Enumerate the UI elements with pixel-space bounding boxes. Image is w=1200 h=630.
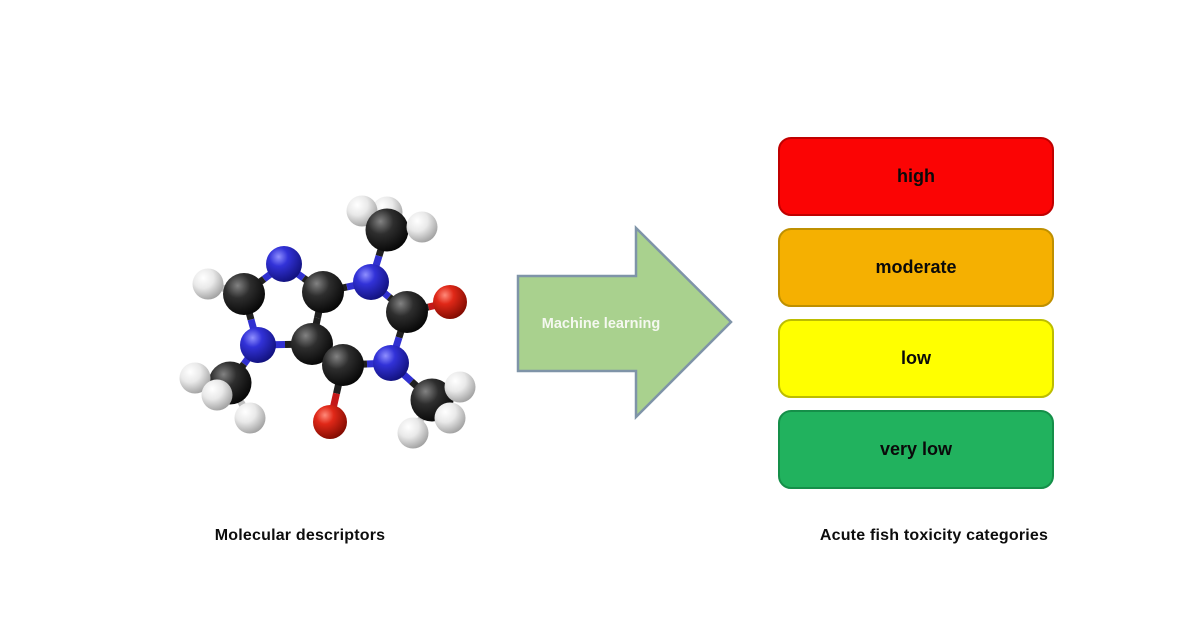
atom-H — [434, 402, 466, 434]
atom-O — [313, 405, 347, 439]
category-label: low — [901, 348, 931, 368]
atom-O — [433, 285, 467, 319]
atom-N — [373, 345, 409, 381]
atom-H — [406, 211, 438, 243]
category-box-high: high — [778, 137, 1054, 216]
arrow-shape — [516, 225, 733, 421]
category-label: high — [897, 166, 935, 186]
arrow-label: Machine learning — [542, 316, 660, 332]
atom-C — [322, 344, 364, 386]
category-label: moderate — [875, 257, 957, 277]
atom-H — [234, 402, 266, 434]
categories-caption: Acute fish toxicity categories — [819, 527, 1049, 544]
atom-H — [192, 268, 224, 300]
atom-C — [223, 273, 265, 315]
atom-C — [386, 291, 428, 333]
atom-N — [353, 264, 389, 300]
atom-H — [179, 362, 211, 394]
atom-N — [240, 327, 276, 363]
category-box-moderate: moderate — [778, 228, 1054, 307]
category-label: very low — [879, 439, 953, 459]
atom-N — [266, 246, 302, 282]
molecule-caption: Molecular descriptors — [214, 527, 386, 544]
molecule-atoms — [179, 195, 476, 449]
atom-H — [397, 417, 429, 449]
atom-C — [291, 323, 333, 365]
atom-C — [302, 271, 344, 313]
atom-C — [365, 208, 409, 252]
atom-H — [201, 379, 233, 411]
category-box-very-low: very low — [778, 410, 1054, 489]
molecule-illustration — [179, 195, 476, 449]
category-box-low: low — [778, 319, 1054, 398]
category-list: high moderate low very low — [778, 137, 1054, 501]
atom-H — [444, 371, 476, 403]
